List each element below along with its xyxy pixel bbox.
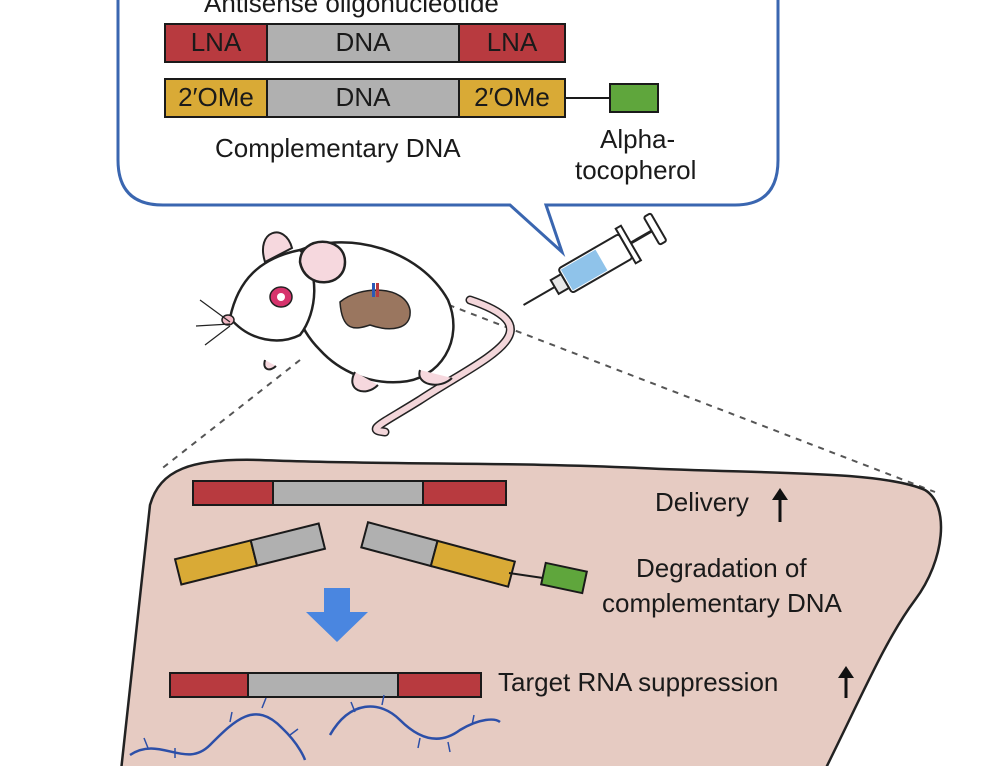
ome-block-left bbox=[164, 78, 268, 118]
degraded-fragment-left bbox=[173, 522, 327, 586]
ome-block-right bbox=[458, 78, 566, 118]
dna-block-complementary bbox=[266, 78, 460, 118]
suppression-label: Target RNA suppression bbox=[498, 667, 779, 697]
aso-lna-right bbox=[422, 480, 507, 506]
syringe-icon bbox=[523, 212, 667, 306]
tocopherol-block bbox=[609, 83, 659, 113]
fragment-tocopherol-block bbox=[539, 561, 589, 595]
fragment-linker bbox=[508, 572, 544, 579]
bound-aso-dna bbox=[247, 672, 399, 698]
mouse-illustration bbox=[195, 231, 515, 437]
degradation-label-line1: Degradation of bbox=[636, 553, 807, 583]
lna-block-right bbox=[458, 23, 566, 63]
delivery-label: Delivery bbox=[655, 487, 749, 517]
tocopherol-label-line1: Alpha- bbox=[600, 124, 676, 154]
zoom-line-left bbox=[159, 359, 301, 471]
strand2-right-label: 2′OMe bbox=[474, 82, 550, 112]
strand1-left-label: LNA bbox=[190, 27, 242, 57]
zoom-line-right bbox=[414, 291, 936, 493]
suppression-up-arrow-icon bbox=[838, 666, 854, 698]
bound-aso-lna-left bbox=[169, 672, 249, 698]
aso-title: Antisense oligonucleotide bbox=[204, 0, 499, 18]
dna-block bbox=[266, 23, 460, 63]
strand2-left-label: 2′OMe bbox=[178, 82, 254, 112]
strand1-center-label: DNA bbox=[335, 27, 391, 57]
degradation-label-line2: complementary DNA bbox=[602, 588, 842, 618]
delivery-up-arrow-icon bbox=[772, 488, 788, 522]
bound-aso-lna-right bbox=[397, 672, 482, 698]
rna-strand-icon bbox=[129, 694, 501, 761]
complementary-dna-label: Complementary DNA bbox=[215, 133, 461, 163]
tocopherol-label-line2: tocopherol bbox=[575, 155, 697, 185]
aso-dna bbox=[272, 480, 424, 506]
down-arrow-icon bbox=[306, 588, 368, 642]
degraded-fragment-right bbox=[360, 521, 517, 588]
strand1-right-label: LNA bbox=[486, 27, 538, 57]
strand2-center-label: DNA bbox=[335, 82, 391, 112]
aso-lna-left bbox=[192, 480, 274, 506]
